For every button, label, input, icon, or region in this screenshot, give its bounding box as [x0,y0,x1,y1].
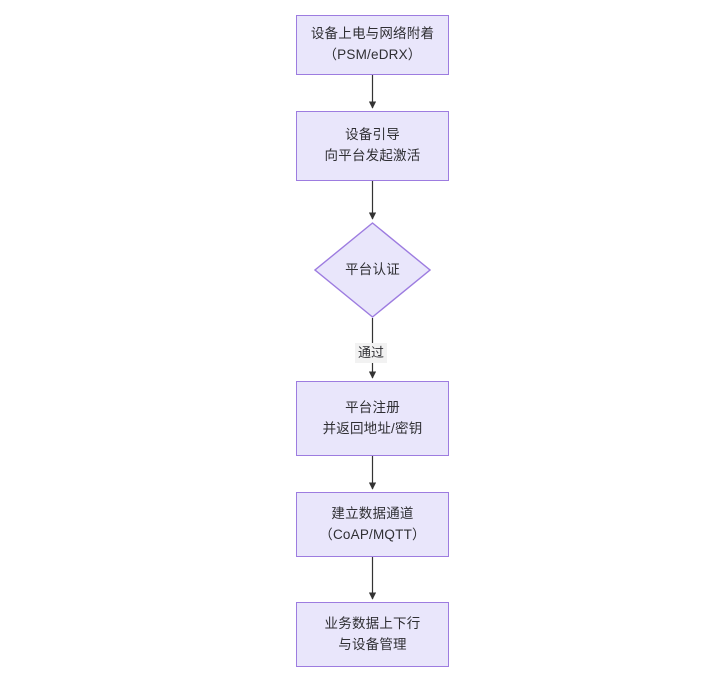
node-label-line: 与设备管理 [338,636,407,652]
node-establish-data-channel[interactable]: 建立数据通道 （CoAP/MQTT） [296,492,449,557]
node-label-line: 建立数据通道 [331,505,414,521]
node-label-line: （CoAP/MQTT） [319,526,426,542]
node-device-bootstrap[interactable]: 设备引导 向平台发起激活 [296,111,449,181]
node-label-line: 向平台发起激活 [324,148,421,163]
node-label-line: （PSM/eDRX） [323,47,422,62]
node-platform-registration[interactable]: 平台注册 并返回地址/密钥 [296,381,449,456]
node-label-line: 业务数据上下行 [324,615,421,631]
node-business-data-and-device-management[interactable]: 业务数据上下行 与设备管理 [296,602,449,667]
node-label-line: 设备上电与网络附着 [310,26,435,42]
node-label-line: 设备引导 [345,127,400,143]
node-label-line: 平台认证 [345,261,400,277]
node-label-line: 并返回地址/密钥 [322,420,423,436]
node-label-line: 平台注册 [345,399,400,415]
node-platform-auth-decision[interactable]: 平台认证 [314,222,431,318]
diamond-shape [314,222,431,318]
node-device-power-on[interactable]: 设备上电与网络附着 （PSM/eDRX） [296,15,449,75]
edge-label-pass: 通过 [355,343,388,363]
